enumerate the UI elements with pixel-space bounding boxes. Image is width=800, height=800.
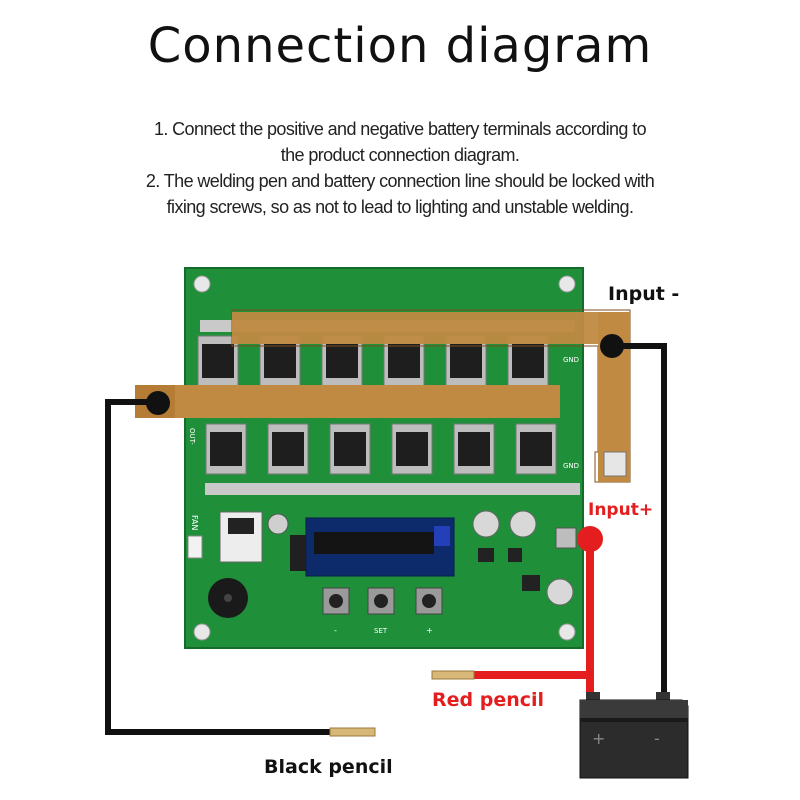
copper-top: [232, 312, 630, 344]
input-plus-label: Input+: [588, 500, 653, 520]
mosfet: [391, 423, 433, 475]
mosfet: [515, 423, 557, 475]
mosfet: [507, 335, 549, 387]
button-minus-label: -: [334, 626, 337, 635]
button-set-label: SET: [374, 627, 388, 635]
control-section: - SET +: [187, 510, 577, 635]
capacitor-3: [546, 578, 574, 606]
black-wire-output: [105, 399, 330, 735]
red-pencil-label: Red pencil: [432, 689, 544, 711]
mosfet: [445, 335, 487, 387]
input-minus-label: Input -: [608, 283, 679, 305]
mosfet-array: [197, 335, 557, 475]
button-set[interactable]: [367, 587, 395, 615]
instruction-line-1: 1. Connect the positive and negative bat…: [153, 119, 647, 139]
instruction-line-4: fixing screws, so as not to lead to ligh…: [166, 197, 634, 217]
capacitor-2: [509, 510, 537, 538]
input-plus-label-bg: [584, 494, 654, 524]
terminal-output: [146, 391, 170, 415]
button-plus-label: +: [426, 626, 433, 635]
ic-chip: [228, 518, 254, 534]
out-minus-label: OUT-: [188, 428, 196, 445]
instruction-line-2: the product connection diagram.: [280, 145, 520, 165]
mosfet: [197, 335, 239, 387]
mosfet: [453, 423, 495, 475]
gnd-bottom-label: GND: [563, 462, 579, 470]
copper-slot: [603, 451, 627, 477]
pin-header: [290, 535, 306, 571]
terminal-input-minus: [600, 334, 624, 358]
copper-strip-output: [135, 385, 560, 418]
bus-bar-bottom: [205, 483, 580, 495]
capacitor-1: [472, 510, 500, 538]
page-title: Connection diagram: [147, 18, 653, 74]
terminal-input-plus[interactable]: [577, 526, 603, 552]
terminal-screw: [555, 527, 577, 549]
capacitor-top-left: [267, 513, 289, 535]
mosfet: [267, 423, 309, 475]
black-pencil-tip: [329, 727, 376, 737]
mosfet: [205, 423, 247, 475]
fan-connector: [187, 535, 203, 559]
mosfet: [383, 335, 425, 387]
instructions: 1. Connect the positive and negative bat…: [60, 116, 740, 220]
black-wire-input-minus: [612, 343, 667, 700]
instruction-line-3: 2. The welding pen and battery connectio…: [145, 171, 655, 191]
battery-minus-symbol: -: [654, 729, 660, 748]
potentiometer: [434, 526, 450, 546]
fan-label: FAN: [190, 515, 199, 530]
mosfet: [321, 335, 363, 387]
battery-plus-symbol: +: [592, 729, 605, 748]
mosfet: [329, 423, 371, 475]
gnd-top-label: GND: [563, 356, 579, 364]
red-pencil-tip: [431, 670, 475, 680]
battery: + -: [579, 692, 689, 779]
mounting-holes: [193, 275, 576, 641]
inductor: [478, 548, 494, 562]
black-pencil-label: Black pencil: [264, 756, 393, 778]
